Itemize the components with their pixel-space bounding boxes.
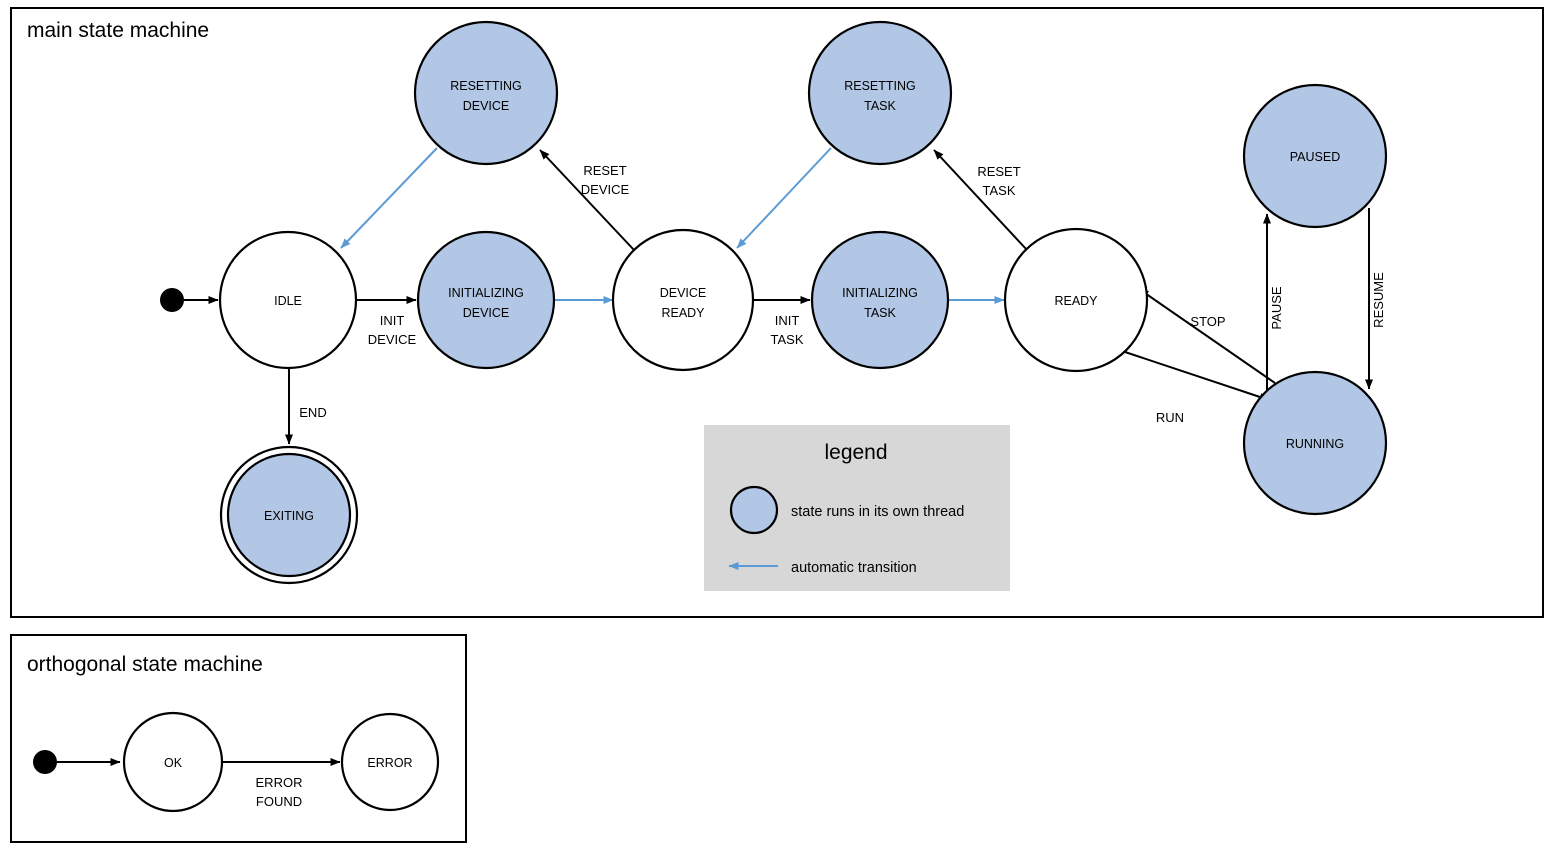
edge-label-line-2: TASK	[771, 332, 804, 347]
state-label-line-1: OK	[164, 756, 183, 770]
state-label-line-2: DEVICE	[463, 99, 510, 113]
state-shape	[807, 20, 953, 166]
edge-label: RESUME	[1371, 272, 1386, 328]
state-node-resetting-task[interactable]: RESETTING TASK	[807, 20, 953, 166]
initial-state-marker	[33, 750, 57, 774]
state-shape	[810, 230, 950, 370]
main-machine-title: main state machine	[27, 19, 209, 42]
initial-state-marker	[160, 288, 184, 312]
state-node-device-ready[interactable]: DEVICE READY	[611, 228, 755, 372]
edge-label-line-2: DEVICE	[581, 182, 630, 197]
edge-line	[736, 147, 832, 249]
state-label-line-1: ERROR	[367, 756, 412, 770]
state-shape	[611, 228, 755, 372]
state-shape	[416, 230, 556, 370]
transition-running-ready: STOP	[1138, 288, 1276, 384]
state-shape	[1242, 83, 1388, 229]
transition-running-paused: PAUSE	[1263, 213, 1284, 390]
legend-title: legend	[824, 441, 887, 464]
legend-item-label: automatic transition	[791, 560, 917, 576]
orthogonal-machine-title: orthogonal state machine	[27, 653, 263, 676]
state-shape	[413, 20, 559, 166]
edge-label: STOP	[1190, 314, 1225, 329]
state-label-line-1: RESETTING	[450, 79, 522, 93]
legend: legend state runs in its own thread auto…	[704, 425, 1010, 591]
legend-item-thread-state: state runs in its own thread	[729, 485, 964, 535]
state-label-line-1: EXITING	[264, 509, 314, 523]
edge-line	[1138, 288, 1276, 384]
edge-line	[1124, 351, 1270, 401]
state-label-line-1: INITIALIZING	[842, 286, 918, 300]
edge-label: RUN	[1156, 410, 1184, 425]
transition-resetdevice-idle	[340, 147, 438, 249]
state-label-line-1: PAUSED	[1290, 150, 1340, 164]
edge-label-line-1: INIT	[380, 313, 405, 328]
state-node-ok[interactable]: OK	[122, 711, 224, 813]
state-label-line-1: READY	[1054, 294, 1098, 308]
state-node-paused[interactable]: PAUSED	[1242, 83, 1388, 229]
state-node-ready[interactable]: READY	[1003, 227, 1149, 373]
state-node-error[interactable]: ERROR	[340, 712, 440, 812]
edge-label: END	[299, 405, 326, 420]
state-shape	[1242, 370, 1388, 516]
state-label-line-2: DEVICE	[463, 306, 510, 320]
transition-devready-resetdevice: RESET DEVICE	[539, 149, 635, 251]
edge-label-line-2: FOUND	[256, 794, 302, 809]
transition-devready-init-task: INIT TASK	[753, 296, 811, 347]
transition-idle-init-device: INIT DEVICE	[356, 296, 417, 347]
edge-label-line-1: RESET	[583, 163, 626, 178]
edge-label-line-2: DEVICE	[368, 332, 417, 347]
state-node-initializing-task[interactable]: INITIALIZING TASK	[810, 230, 950, 370]
state-label-line-1: RUNNING	[1286, 437, 1344, 451]
transition-start-ok	[33, 750, 121, 774]
state-shape	[1003, 227, 1149, 373]
state-shape	[340, 712, 440, 812]
state-node-resetting-device[interactable]: RESETTING DEVICE	[413, 20, 559, 166]
transition-start-idle	[160, 288, 219, 312]
edge-label-line-1: RESET	[977, 164, 1020, 179]
state-label-line-1: RESETTING	[844, 79, 916, 93]
edge-label-line-2: TASK	[983, 183, 1016, 198]
state-node-initializing-device[interactable]: INITIALIZING DEVICE	[416, 230, 556, 370]
edge-label-line-1: INIT	[775, 313, 800, 328]
legend-item-label: state runs in its own thread	[791, 504, 964, 520]
transition-resettask-devready	[736, 147, 832, 249]
state-shape	[122, 711, 224, 813]
edge-line	[933, 149, 1028, 251]
transition-paused-running: RESUME	[1365, 208, 1386, 390]
state-shape	[226, 452, 352, 578]
edge-label-line-1: ERROR	[256, 775, 303, 790]
edge-line	[539, 149, 635, 251]
state-label-line-2: TASK	[864, 99, 896, 113]
transition-idle-exiting: END	[285, 369, 327, 445]
state-label-line-1: IDLE	[274, 294, 302, 308]
thread-state-swatch-icon	[729, 485, 779, 535]
state-label-line-2: TASK	[864, 306, 896, 320]
state-node-exiting[interactable]: EXITING	[219, 445, 359, 585]
edge-line	[340, 147, 438, 249]
legend-item-automatic-transition: automatic transition	[728, 560, 917, 576]
state-label-line-1: INITIALIZING	[448, 286, 524, 300]
transition-ready-running: RUN	[1124, 351, 1270, 425]
state-node-idle[interactable]: IDLE	[218, 230, 358, 370]
state-node-running[interactable]: RUNNING	[1242, 370, 1388, 516]
edge-label: PAUSE	[1269, 286, 1284, 329]
state-shape	[218, 230, 358, 370]
final-state-outer-ring	[219, 445, 359, 585]
transition-ready-resettask: RESET TASK	[933, 149, 1028, 251]
transition-ok-error: ERROR FOUND	[222, 758, 341, 809]
state-label-line-1: DEVICE	[660, 286, 707, 300]
state-label-line-2: READY	[661, 306, 705, 320]
